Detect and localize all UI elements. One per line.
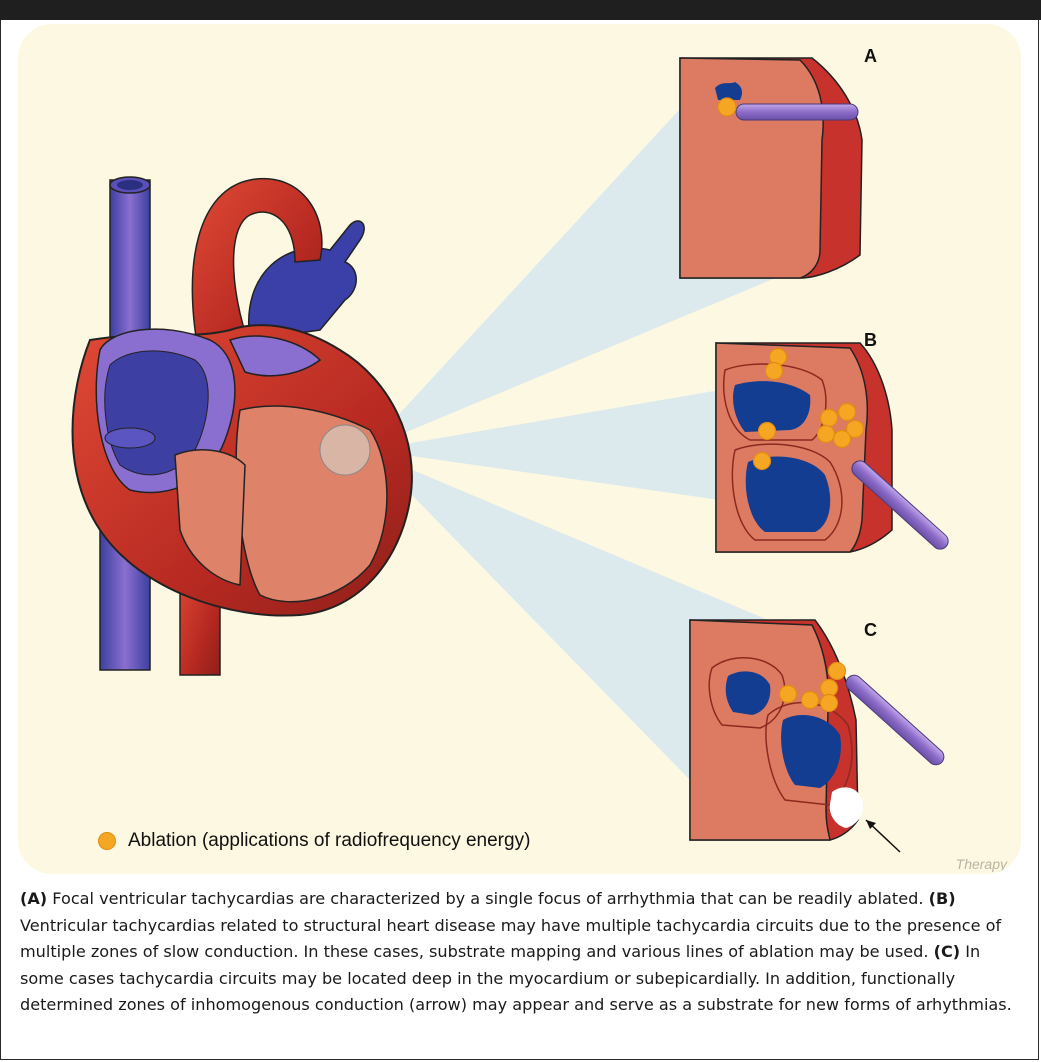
tissue-block-c — [690, 620, 947, 852]
caption-a-text: Focal ventricular tachycardias are chara… — [47, 889, 928, 908]
caption-b-text: Ventricular tachycardias related to stru… — [20, 916, 1001, 962]
panel-label-c: C — [864, 620, 877, 641]
ablation-point — [821, 695, 838, 712]
heart-illustration — [18, 24, 1021, 874]
ablation-point — [821, 410, 838, 427]
figure-caption: (A) Focal ventricular tachycardias are c… — [20, 886, 1025, 1019]
tissue-block-b — [716, 343, 951, 552]
top-bar — [0, 0, 1041, 20]
caption-a-label: (A) — [20, 889, 47, 908]
ablation-point — [718, 98, 736, 116]
ablation-point — [766, 363, 783, 380]
ablation-dot-icon — [98, 832, 116, 850]
ablation-point — [802, 692, 819, 709]
ablation-point — [839, 404, 856, 421]
ablation-point — [834, 431, 851, 448]
ablation-point — [780, 686, 797, 703]
tissue-block-a — [680, 58, 862, 278]
credit: Therapy — [956, 856, 1007, 872]
panel-label-a: A — [864, 46, 877, 67]
panel-label-b: B — [864, 330, 877, 351]
illustration-panel: A B C Ablation (applications of radiofre… — [18, 24, 1021, 874]
ablation-point — [759, 423, 776, 440]
ablation-point — [818, 426, 835, 443]
ablation-point — [754, 453, 771, 470]
caption-c-label: (C) — [934, 942, 961, 961]
legend-text: Ablation (applications of radiofrequency… — [128, 830, 530, 852]
caption-b-label: (B) — [929, 889, 956, 908]
ablation-point — [829, 663, 846, 680]
legend: Ablation (applications of radiofrequency… — [98, 830, 530, 852]
